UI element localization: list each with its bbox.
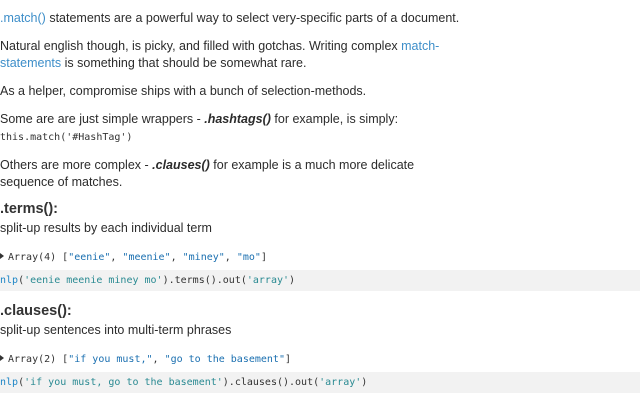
code-punct: ( — [18, 275, 25, 286]
expand-triangle-icon[interactable] — [0, 355, 4, 361]
clauses-result[interactable]: Array(2) ["if you must,", "go to the bas… — [0, 354, 291, 365]
code-function: nlp — [0, 377, 19, 388]
terms-description: split-up results by each individual term — [0, 221, 212, 235]
wrappers-paragraph: Some are are just simple wrappers - .has… — [0, 111, 398, 128]
terms-result-prefix: Array(4) [ — [8, 252, 69, 263]
terms-code-example[interactable]: nlp('eenie meenie miney mo').terms().out… — [0, 270, 640, 291]
hashtag-code-snippet: this.match('#HashTag') — [0, 132, 133, 143]
result-separator: , — [224, 252, 237, 263]
hashtags-method: .hashtags() — [204, 112, 271, 126]
intro-paragraph: .match() statements are a powerful way t… — [0, 10, 459, 27]
wrappers-text-end: for example, is simply: — [270, 112, 399, 126]
result-item: "if you must," — [68, 354, 153, 365]
result-item: "go to the basement" — [164, 354, 285, 365]
result-separator: , — [170, 252, 183, 263]
result-item: "mo" — [236, 252, 261, 263]
match-statements-link-continued[interactable]: statements — [0, 56, 62, 70]
code-punct: ( — [18, 377, 25, 388]
clauses-method: .clauses() — [152, 158, 210, 172]
result-separator: , — [152, 354, 165, 365]
code-punct: ) — [289, 275, 296, 286]
terms-result-suffix: ] — [260, 252, 267, 263]
complex-text: Others are more complex - — [0, 158, 153, 172]
helper-paragraph: As a helper, compromise ships with a bun… — [0, 84, 367, 98]
clauses-heading: .clauses(): — [0, 303, 72, 319]
complex-text-end: for example is a much more delicate — [209, 158, 415, 172]
complex-paragraph-line2: sequence of matches. — [0, 175, 123, 189]
wrappers-text: Some are are just simple wrappers - — [0, 112, 205, 126]
result-item: "eenie" — [68, 252, 111, 263]
terms-result[interactable]: Array(4) ["eenie", "meenie", "miney", "m… — [0, 252, 267, 263]
result-item: "miney" — [182, 252, 225, 263]
code-chain: ).clauses().out( — [222, 377, 320, 388]
result-separator: , — [110, 252, 123, 263]
code-string: 'array' — [246, 275, 290, 286]
code-string: 'array' — [319, 377, 362, 388]
clauses-description: split-up sentences into multi-term phras… — [0, 323, 232, 337]
gotchas-text-end: is something that should be somewhat rar… — [61, 56, 307, 70]
code-punct: ) — [361, 377, 368, 388]
expand-triangle-icon[interactable] — [0, 253, 4, 259]
clauses-result-suffix: ] — [284, 354, 292, 365]
result-item: "meenie" — [122, 252, 171, 263]
clauses-result-prefix: Array(2) [ — [8, 354, 69, 365]
intro-text: statements are a powerful way to select … — [45, 11, 460, 25]
code-chain: ).terms().out( — [162, 275, 247, 286]
gotchas-paragraph-line2: statements is something that should be s… — [0, 55, 306, 72]
match-statements-link[interactable]: match- — [401, 39, 440, 53]
gotchas-paragraph-line1: Natural english though, is picky, and fi… — [0, 38, 439, 55]
code-string: 'if you must, go to the basement' — [24, 377, 223, 388]
clauses-code-example[interactable]: nlp('if you must, go to the basement').c… — [0, 372, 640, 393]
gotchas-text: Natural english though, is picky, and fi… — [0, 39, 402, 53]
code-function: nlp — [0, 275, 19, 286]
code-string: 'eenie meenie miney mo' — [24, 275, 163, 286]
match-link[interactable]: .match() — [0, 11, 46, 25]
terms-heading: .terms(): — [0, 201, 59, 217]
complex-paragraph-line1: Others are more complex - .clauses() for… — [0, 157, 414, 174]
